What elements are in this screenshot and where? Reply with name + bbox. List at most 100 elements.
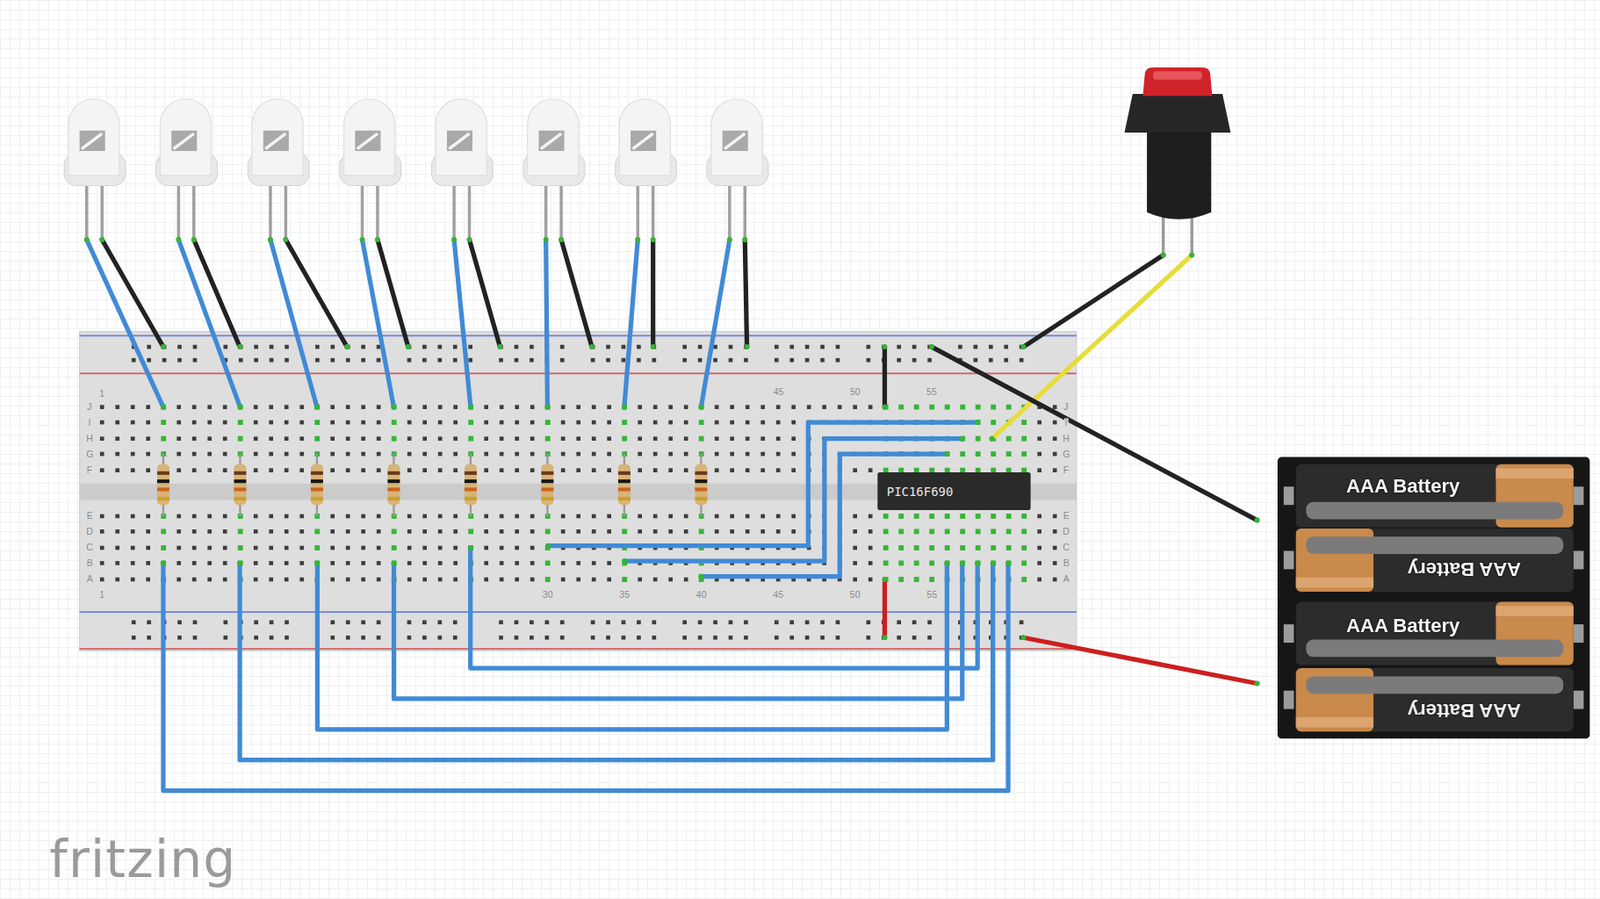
breadboard-hole <box>376 436 382 441</box>
breadboard-hole <box>929 561 935 567</box>
breadboard-hole <box>284 404 289 410</box>
rail-hole <box>866 345 872 350</box>
rail-hole <box>652 635 657 641</box>
rail-hole <box>453 345 458 350</box>
breadboard-hole <box>223 561 228 566</box>
battery-label-area: AAA Battery <box>1377 695 1552 725</box>
rail-hole <box>1003 358 1009 363</box>
breadboard-hole <box>914 404 920 411</box>
breadboard-hole <box>130 577 136 583</box>
rail-hole <box>177 619 182 625</box>
breadboard-hole <box>760 529 765 534</box>
breadboard-hole <box>100 404 105 410</box>
resistor-body <box>310 464 324 505</box>
rail-hole <box>1019 619 1024 625</box>
breadboard-hole <box>345 468 351 473</box>
resistor-band <box>387 471 400 476</box>
breadboard-hole <box>207 561 212 566</box>
resistor-band <box>464 471 477 476</box>
breadboard-hole <box>898 561 904 567</box>
breadboard-hole <box>1037 577 1042 583</box>
breadboard-hole <box>1037 546 1042 551</box>
breadboard-hole <box>391 419 397 426</box>
wire-end <box>344 344 350 350</box>
breadboard-hole <box>438 546 443 551</box>
breadboard-hole <box>745 468 750 473</box>
breadboard-hole <box>975 513 981 519</box>
rail-hole <box>177 635 182 641</box>
breadboard-hole <box>345 529 351 534</box>
breadboard-hole <box>621 528 628 534</box>
rail-hole <box>820 635 825 641</box>
button-cap <box>1142 67 1212 97</box>
breadboard-hole <box>545 561 551 567</box>
breadboard-hole <box>360 452 366 457</box>
rail-hole <box>866 635 872 641</box>
breadboard-hole <box>883 513 889 519</box>
wire-end <box>621 404 628 411</box>
breadboard-hole <box>376 452 382 457</box>
breadboard-hole <box>330 546 335 551</box>
rail-hole <box>498 619 504 625</box>
breadboard-hole <box>975 545 981 551</box>
resistor-body <box>618 464 631 505</box>
led-wire <box>700 239 729 408</box>
rail-hole <box>652 358 657 363</box>
resistor-band <box>310 471 324 476</box>
battery-stripe <box>1305 640 1564 658</box>
breadboard-hole <box>192 546 197 551</box>
rail-hole <box>728 619 734 625</box>
breadboard-hole <box>684 577 689 583</box>
breadboard-hole <box>591 404 597 410</box>
battery-contact <box>1283 624 1295 643</box>
breadboard-hole <box>668 436 673 441</box>
breadboard-hole <box>606 577 612 583</box>
breadboard-index: A <box>86 575 94 584</box>
rail-hole <box>269 619 274 625</box>
breadboard-index: B <box>1062 558 1071 568</box>
breadboard-hole <box>1021 513 1027 519</box>
rail-hole <box>453 619 458 625</box>
breadboard-hole <box>1021 576 1027 583</box>
breadboard-hole <box>975 528 981 534</box>
breadboard-hole <box>207 577 212 583</box>
breadboard-hole <box>883 545 889 551</box>
breadboard-hole <box>268 529 274 534</box>
breadboard-hole <box>852 561 858 566</box>
breadboard-hole <box>407 468 412 473</box>
breadboard-hole <box>284 436 289 441</box>
breadboard-hole <box>714 404 720 410</box>
breadboard-hole <box>299 420 304 426</box>
led-wire <box>270 239 318 408</box>
breadboard-hole <box>959 436 966 442</box>
breadboard-hole <box>115 577 120 583</box>
breadboard-hole <box>145 514 151 519</box>
breadboard-hole <box>975 451 981 457</box>
breadboard-hole <box>714 529 720 534</box>
wire-end <box>390 404 397 411</box>
breadboard-hole <box>684 404 689 410</box>
rail-hole <box>836 619 841 625</box>
wire-end <box>314 560 320 566</box>
wire-end <box>160 560 166 566</box>
breadboard-hole <box>621 419 628 426</box>
breadboard-hole <box>791 420 796 426</box>
button-body <box>1146 130 1211 220</box>
rail-line <box>79 611 1077 613</box>
breadboard-hole <box>192 420 197 426</box>
rail-hole <box>330 345 335 350</box>
breadboard-hole <box>376 561 382 566</box>
rail-hole <box>422 635 427 641</box>
breadboard-hole <box>699 436 705 442</box>
rail-hole <box>223 635 228 641</box>
rail-hole <box>468 358 473 363</box>
breadboard-hole <box>145 468 151 473</box>
rail-hole <box>836 635 841 641</box>
rail-hole <box>682 635 687 641</box>
breadboard-hole <box>145 436 151 441</box>
breadboard-hole <box>745 404 750 410</box>
breadboard-hole <box>284 420 289 426</box>
breadboard-hole <box>959 545 966 551</box>
breadboard-hole <box>453 452 458 457</box>
rail-hole <box>514 345 519 350</box>
